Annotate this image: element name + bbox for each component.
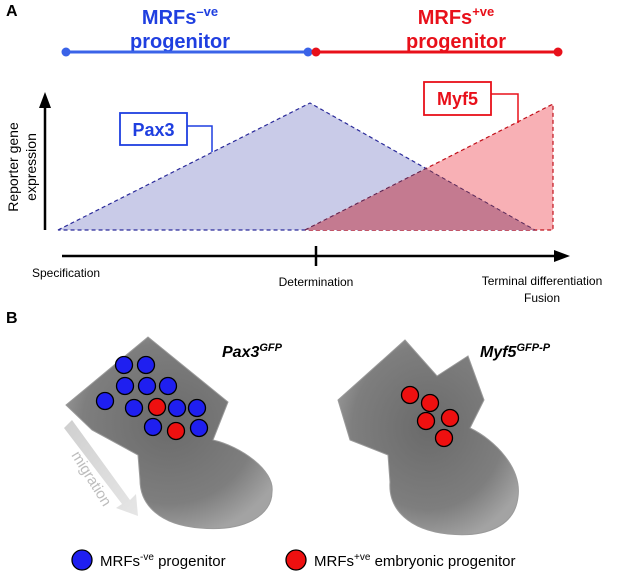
pax3-callout-box xyxy=(119,112,188,146)
pos-progenitor-header: MRFs+ve progenitor xyxy=(406,4,506,53)
y-axis-label-line1: Reporter gene xyxy=(5,122,21,212)
pax3-gfp-title: Pax3GFP xyxy=(222,342,283,361)
myf5-cell-cluster xyxy=(400,385,460,448)
pax3-gfp-title-sup: GFP xyxy=(259,342,282,354)
stage-determination: Determination xyxy=(279,275,354,289)
svg-text:MRFs+ve: MRFs+ve xyxy=(418,4,495,29)
time-axis-arrowhead xyxy=(554,250,570,262)
myf5-gfp-tissue xyxy=(337,339,519,536)
legend-pos-label: MRFs+ve embryonic progenitor xyxy=(314,552,515,570)
y-axis-arrowhead xyxy=(39,92,51,108)
neg-progenitor-cell xyxy=(167,398,187,418)
pax3-callout-leader xyxy=(187,125,213,152)
legend-pos-sup: +ve xyxy=(354,552,371,563)
neg-progenitor-header: MRFs–ve progenitor xyxy=(130,4,230,53)
pax3-callout-label: Pax3 xyxy=(132,120,174,140)
svg-text:MRFs–ve: MRFs–ve xyxy=(142,4,218,29)
pos-phase-start-dot xyxy=(311,47,321,57)
neg-phase-start-dot xyxy=(61,47,71,57)
pos-progenitor-cell xyxy=(440,408,460,428)
neg-progenitor-cell xyxy=(158,376,178,396)
neg-progenitor-cell xyxy=(189,418,209,438)
pax3-gfp-title-base: Pax3 xyxy=(222,344,259,361)
myf5-gfp-title-base: Myf5 xyxy=(480,344,518,361)
pax3-myf5-overlap-region xyxy=(305,168,535,230)
myf5-callout-label: Myf5 xyxy=(437,89,478,109)
neg-progenitor-cell xyxy=(95,391,115,411)
neg-progenitor-cell xyxy=(115,376,135,396)
stage-specification: Specification xyxy=(32,266,100,280)
panel-a-letter: A xyxy=(6,3,18,20)
legend-neg-sup: -ve xyxy=(140,552,154,563)
pos-progenitor-cell xyxy=(400,385,420,405)
legend-neg-rest: progenitor xyxy=(154,553,226,570)
neg-progenitor-cell xyxy=(124,398,144,418)
myf5-gfp-title: Myf5GFP-P xyxy=(480,342,551,361)
stage-terminal-line1: Terminal differentiation xyxy=(482,274,603,288)
pos-progenitor-cell xyxy=(166,421,186,441)
overlap-outline xyxy=(304,167,536,231)
myf5-gfp-title-sup: GFP-P xyxy=(516,342,550,354)
neg-progenitor-cell xyxy=(136,355,156,375)
neg-header-sup: –ve xyxy=(196,4,218,19)
legend-neg-swatch xyxy=(71,549,93,571)
legend-neg-base: MRFs xyxy=(100,553,140,570)
pos-header-line2: progenitor xyxy=(406,31,506,53)
y-axis-label-line2: expression xyxy=(23,133,39,201)
neg-progenitor-cell xyxy=(187,398,207,418)
neg-progenitor-cell xyxy=(137,376,157,396)
pax3-cell-cluster xyxy=(95,355,209,441)
pos-progenitor-cell xyxy=(434,428,454,448)
pos-progenitor-cell xyxy=(416,411,436,431)
panel-b-letter: B xyxy=(6,310,18,327)
neg-progenitor-cell xyxy=(114,355,134,375)
legend-pos-base: MRFs xyxy=(314,553,354,570)
pos-phase-end-dot xyxy=(553,47,563,57)
pos-progenitor-cell xyxy=(420,393,440,413)
neg-phase-end-dot xyxy=(303,47,313,57)
pos-progenitor-cell xyxy=(147,397,167,417)
neg-header-line2: progenitor xyxy=(130,31,230,53)
stage-terminal-line2: Fusion xyxy=(524,291,560,305)
migration-arrow xyxy=(64,420,138,516)
myf5-callout-box xyxy=(423,81,492,116)
pos-header-sup: +ve xyxy=(472,4,494,19)
neg-header-base: MRFs xyxy=(142,7,196,29)
pos-header-base: MRFs xyxy=(418,7,472,29)
legend-pos-swatch xyxy=(285,549,307,571)
myf5-tissue-shape xyxy=(337,339,519,536)
legend: MRFs-ve progenitor MRFs+ve embryonic pro… xyxy=(71,549,515,571)
legend-pos-rest: embryonic progenitor xyxy=(370,553,515,570)
legend-neg-label: MRFs-ve progenitor xyxy=(100,552,226,570)
neg-progenitor-cell xyxy=(143,417,163,437)
myf5-callout-leader xyxy=(491,93,519,123)
